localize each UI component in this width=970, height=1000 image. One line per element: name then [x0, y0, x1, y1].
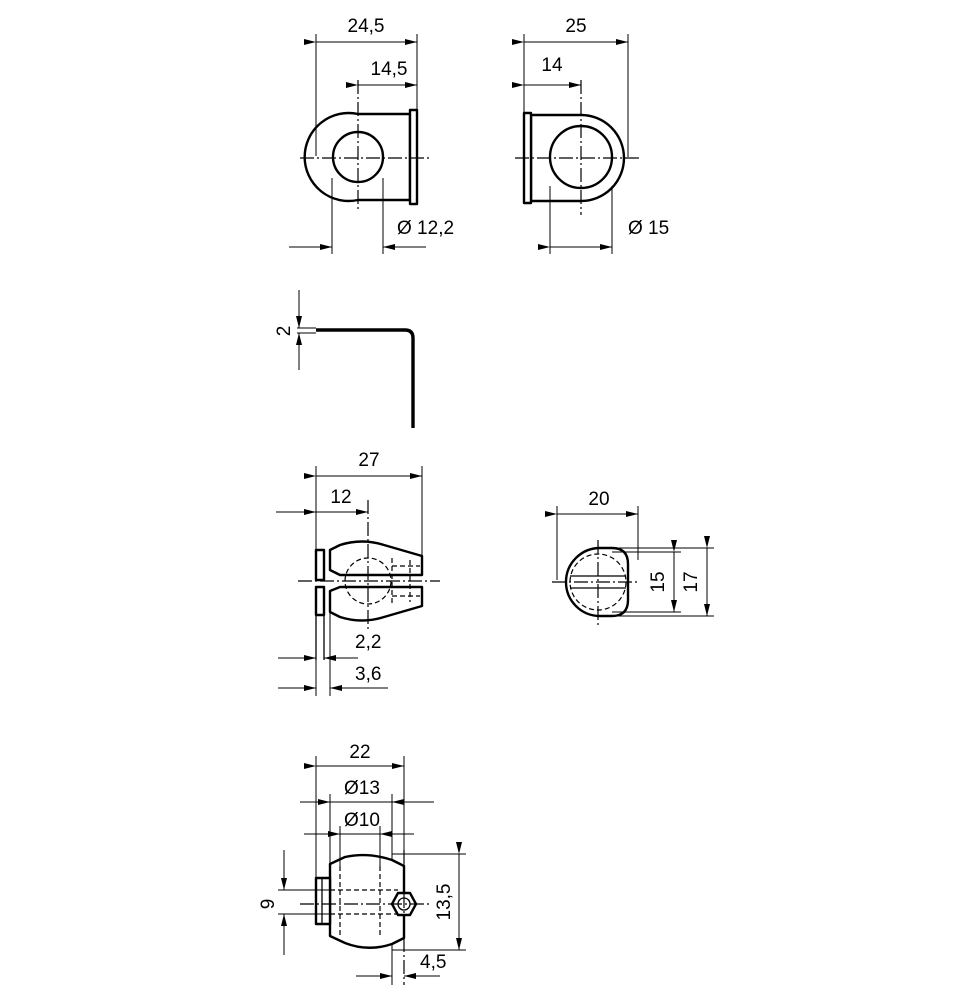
- view-2-clamp-large-bore: 25 14 Ø 15: [512, 16, 669, 254]
- view-1-clamp-small-bore: 24,5 14,5 Ø 12,2: [289, 16, 454, 254]
- side-flange-2-label: 3,6: [355, 664, 381, 685]
- view-1-width-label: 24,5: [348, 16, 385, 37]
- view-1-flange: [408, 108, 419, 206]
- end-outer-height-label: 17: [681, 571, 702, 592]
- plate-profile: [316, 328, 415, 428]
- view-1-bore-label: Ø 12,2: [397, 218, 454, 239]
- top-screw-offset-label: 4,5: [420, 952, 446, 973]
- view-3-plate-profile: 2: [274, 290, 415, 428]
- top-flange: [314, 876, 332, 926]
- view-2-bore-label: Ø 15: [628, 218, 669, 239]
- top-inner-dia-label: Ø10: [344, 810, 380, 831]
- side-flange-lower: [314, 585, 326, 617]
- side-flange-upper: [314, 548, 326, 582]
- top-slot-label: 9: [258, 899, 279, 910]
- view-4-clamp-end: 20 15 17: [545, 489, 714, 625]
- side-upper-body: [328, 540, 424, 577]
- view-3-clamp-side: 27 12 2,2 3,6: [276, 450, 440, 696]
- top-height-label: 13,5: [434, 884, 455, 921]
- view-5-clamp-top: 22 Ø13 Ø10 9 13,5 4,5: [258, 742, 466, 985]
- plate-thickness-label: 2: [274, 326, 295, 337]
- side-length-label: 27: [358, 450, 379, 471]
- side-lower-body: [328, 585, 424, 622]
- side-flange-1-label: 2,2: [355, 632, 381, 653]
- view-2-width-label: 25: [565, 16, 586, 37]
- top-length-label: 22: [349, 742, 370, 763]
- top-outer-dia-label: Ø13: [344, 778, 380, 799]
- end-width-label: 20: [588, 489, 609, 510]
- end-inner-height-label: 15: [648, 571, 669, 592]
- view-1-center-offset-label: 14,5: [371, 59, 408, 80]
- view-2-center-offset-label: 14: [541, 55, 563, 76]
- side-center-offset-label: 12: [330, 487, 351, 508]
